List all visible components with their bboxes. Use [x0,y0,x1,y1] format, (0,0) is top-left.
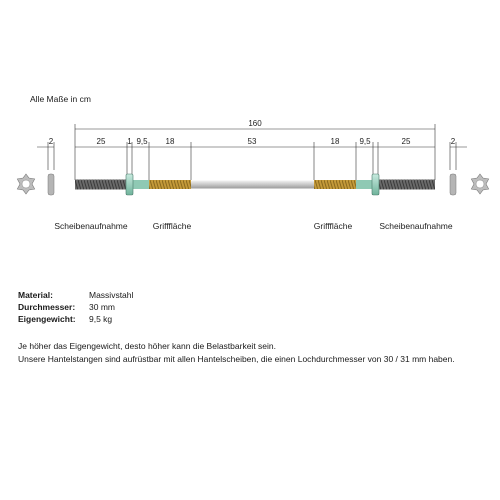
note-line: Unsere Hantelstangen sind aufrüstbar mit… [18,353,455,364]
dimension-segments [75,142,435,180]
left-sleeve-thread [75,179,127,190]
dimension-total: 160 [74,119,436,180]
note-line: Je höher das Eigengewicht, desto höher k… [18,341,276,351]
right-washer [449,173,457,196]
spec-key: Material: [18,290,53,300]
dim-collar-left: 2 [49,137,54,146]
spec-key: Eigengewicht: [18,314,76,324]
barbell-diagram: 160 25 1 9,5 18 53 18 9,5 25 2 2 [16,119,490,231]
right-sleeve-thread [378,179,435,190]
spec-row-weight: Eigengewicht: 9,5 kg [18,313,133,325]
dim-right-gap: 9,5 [359,137,371,146]
spec-row-material: Material: Massivstahl [18,289,133,301]
dim-left-gap: 9,5 [136,137,148,146]
dim-total-label: 160 [248,119,262,128]
spec-key: Durchmesser: [18,302,76,312]
spec-row-diameter: Durchmesser: 30 mm [18,301,133,313]
dimension-collar-left [37,142,55,170]
spec-value: Massivstahl [89,290,134,300]
spec-table: Material: Massivstahl Durchmesser: 30 mm… [18,289,133,325]
spec-value: 30 mm [89,302,115,312]
dim-right-outer: 25 [402,137,411,146]
label-right-grip: Grifffläche [314,221,353,231]
label-left-sleeve: Scheibenaufnahme [54,221,128,231]
dim-left-grip: 18 [166,137,175,146]
barbell-bar [75,173,435,196]
left-grip-knurl [149,180,191,189]
right-gap-segment [356,180,373,189]
dim-left-outer: 25 [97,137,106,146]
dim-right-grip: 18 [331,137,340,146]
notes-block: Je höher das Eigengewicht, desto höher k… [18,340,455,365]
right-grip-knurl [314,180,356,189]
spec-value: 9,5 kg [89,314,113,324]
dim-center: 53 [248,137,257,146]
label-left-grip: Grifffläche [153,221,192,231]
left-washer [47,173,55,196]
dim-left-collar: 1 [127,137,132,146]
unit-note: Alle Maße in cm [30,94,91,104]
label-right-sleeve: Scheibenaufnahme [379,221,453,231]
left-star-nut-icon [16,173,36,195]
left-gap-segment [132,180,149,189]
dim-collar-right: 2 [451,137,456,146]
right-star-nut-icon [470,173,490,195]
right-collar-ring [371,173,380,196]
dimension-collar-right [449,142,467,170]
center-bar [191,180,314,189]
left-collar-ring [125,173,134,196]
